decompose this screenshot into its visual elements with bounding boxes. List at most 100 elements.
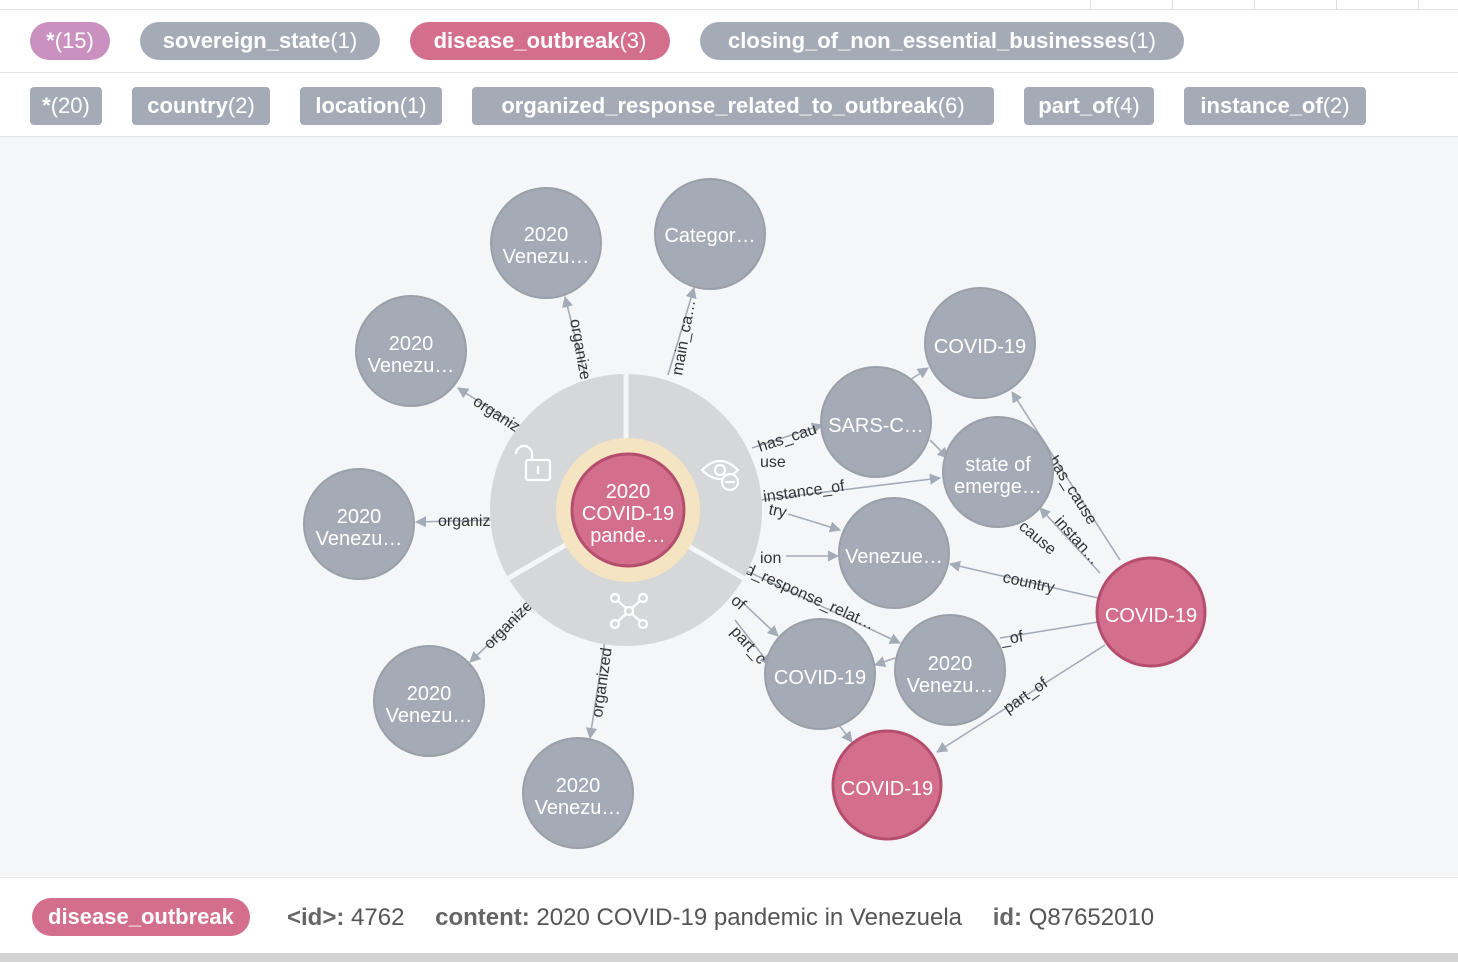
edge-label: organize [481, 597, 536, 652]
svg-text:2020: 2020 [389, 333, 434, 355]
edge-label: organiz [470, 393, 523, 436]
prop-key: id: [992, 904, 1023, 931]
nodes[interactable]: 2020 COVID-19 pande… 2020 Venezu… Catego… [303, 178, 1207, 849]
edge-country[interactable] [787, 513, 842, 533]
label-filter-disease-outbreak[interactable]: disease_outbreak(3) [410, 22, 670, 60]
prop-key: content: [435, 904, 530, 931]
graph-svg[interactable]: organize main_ca… organiz organiz organi… [0, 137, 1458, 876]
divider-tick [1336, 0, 1337, 9]
edge-label: has_cau [756, 421, 819, 456]
rel-filter-all[interactable]: *(20) [30, 87, 102, 125]
node-venezuela-top[interactable]: 2020 Venezu… [490, 187, 602, 299]
edge-of[interactable] [739, 599, 779, 637]
svg-text:2020: 2020 [337, 506, 382, 528]
divider-tick [1418, 0, 1419, 9]
svg-text:Venezu…: Venezu… [368, 355, 455, 377]
svg-text:Venezu…: Venezu… [316, 528, 403, 550]
rel-filter-country[interactable]: country(2) [132, 87, 270, 125]
svg-text:COVID-19: COVID-19 [774, 667, 866, 689]
edge-instance-right[interactable] [1039, 507, 1101, 574]
edge-label: ion [760, 550, 781, 567]
relationship-filter-bar: *(20) country(2) location(1) organized_r… [0, 73, 1458, 137]
graph-canvas[interactable]: organize main_ca… organiz organiz organi… [0, 137, 1458, 876]
hide-eye-icon[interactable] [700, 459, 740, 492]
rel-filter-organized-response[interactable]: organized_response_related_to_outbreak(6… [472, 87, 994, 125]
node-label-filter-bar: *(15) sovereign_state(1) disease_outbrea… [0, 10, 1458, 73]
svg-text:2020: 2020 [928, 653, 973, 675]
edge-has-cause[interactable] [751, 422, 824, 449]
rel-filter-instance-of[interactable]: instance_of(2) [1184, 87, 1366, 125]
bottom-scrollbar[interactable] [0, 953, 1458, 962]
top-divider [0, 0, 1458, 10]
node-venezuela-ll[interactable]: 2020 Venezu… [373, 645, 485, 757]
edge-part-c[interactable] [734, 619, 771, 666]
rel-filter-location[interactable]: location(1) [300, 87, 442, 125]
footer-label-pill[interactable]: disease_outbreak [32, 898, 250, 936]
node-venezuela-ul[interactable]: 2020 Venezu… [355, 295, 467, 407]
edge-label: main_ca… [669, 298, 699, 376]
svg-text:SARS-C…: SARS-C… [828, 415, 924, 437]
svg-text:Venezu…: Venezu… [535, 797, 622, 819]
svg-text:Venezue…: Venezue… [845, 546, 943, 568]
edge-label: country [1001, 569, 1056, 597]
node-venezuela-left[interactable]: 2020 Venezu… [303, 468, 415, 580]
prop-value: 2020 COVID-19 pandemic in Venezuela [536, 904, 963, 931]
node-details-footer: disease_outbreak <id>: 4762 content: 202… [0, 877, 1458, 954]
svg-text:COVID-19: COVID-19 [1105, 605, 1197, 627]
label-filter-all[interactable]: *(15) [30, 22, 110, 60]
edge-label: part_of [1001, 674, 1052, 717]
svg-text:2020: 2020 [606, 481, 651, 503]
edge-organize-ll[interactable] [469, 599, 536, 663]
node-state-of-emergency[interactable]: state of emerge… [942, 416, 1054, 528]
svg-text:COVID-19: COVID-19 [934, 336, 1026, 358]
node-covid-right[interactable]: COVID-19 [1095, 556, 1207, 668]
node-covid-bottom[interactable]: COVID-19 [831, 729, 943, 841]
edge-organize-top[interactable] [562, 295, 586, 376]
edge-organized-bot[interactable] [585, 639, 606, 740]
edge-instance-of[interactable] [759, 473, 942, 501]
edge-mid[interactable] [873, 656, 896, 667]
svg-text:pande…: pande… [590, 525, 666, 547]
footer-properties: <id>: 4762 content: 2020 COVID-19 pandem… [287, 904, 1158, 932]
node-covid-mid[interactable]: COVID-19 [764, 618, 876, 730]
edge-part-of-right[interactable] [936, 644, 1106, 753]
edge-label: _of [999, 628, 1025, 649]
node-venezuela-bottom[interactable]: 2020 Venezu… [522, 737, 634, 849]
edge-label: organize [566, 318, 593, 381]
rel-filter-part-of[interactable]: part_of(4) [1024, 87, 1154, 125]
divider-tick [1090, 0, 1091, 9]
edge-label: organized [589, 647, 616, 719]
svg-text:Venezu…: Venezu… [386, 705, 473, 727]
svg-text:2020: 2020 [407, 683, 452, 705]
edge-label: part_c [727, 623, 769, 667]
node-venezuela-mid[interactable]: 2020 Venezu… [894, 614, 1006, 726]
edge-label: try [767, 501, 788, 521]
svg-text:COVID-19: COVID-19 [841, 778, 933, 800]
edge-main-category[interactable] [667, 286, 697, 376]
expand-network-icon[interactable] [609, 592, 649, 630]
svg-text:emerge…: emerge… [954, 476, 1042, 498]
divider-tick [1254, 0, 1255, 9]
edge-organize-ul[interactable] [457, 387, 516, 426]
edge-label: use [760, 454, 786, 471]
edge-organize-left[interactable] [414, 516, 494, 528]
svg-text:2020: 2020 [524, 224, 569, 246]
prop-value: Q87652010 [1028, 904, 1155, 931]
node-category[interactable]: Categor… [654, 178, 766, 290]
node-sars[interactable]: SARS-C… [820, 366, 932, 478]
label-filter-closing-of-businesses[interactable]: closing_of_non_essential_businesses(1) [700, 22, 1184, 60]
unlock-icon[interactable] [514, 444, 552, 482]
node-venezuela-country[interactable]: Venezue… [838, 497, 950, 609]
svg-text:state of: state of [965, 454, 1031, 476]
prop-value: 4762 [351, 904, 405, 931]
edge-country-right[interactable] [948, 560, 1099, 599]
prop-key: <id>: [287, 904, 345, 931]
edge-has-cause-right[interactable] [1011, 391, 1121, 561]
node-covid-top-right[interactable]: COVID-19 [924, 287, 1036, 399]
divider-tick [1172, 0, 1173, 9]
svg-text:Venezu…: Venezu… [907, 675, 994, 697]
edge-of-right[interactable] [999, 621, 1099, 639]
node-center[interactable]: 2020 COVID-19 pande… [570, 452, 686, 568]
label-filter-sovereign-state[interactable]: sovereign_state(1) [140, 22, 380, 60]
svg-text:2020: 2020 [556, 775, 601, 797]
